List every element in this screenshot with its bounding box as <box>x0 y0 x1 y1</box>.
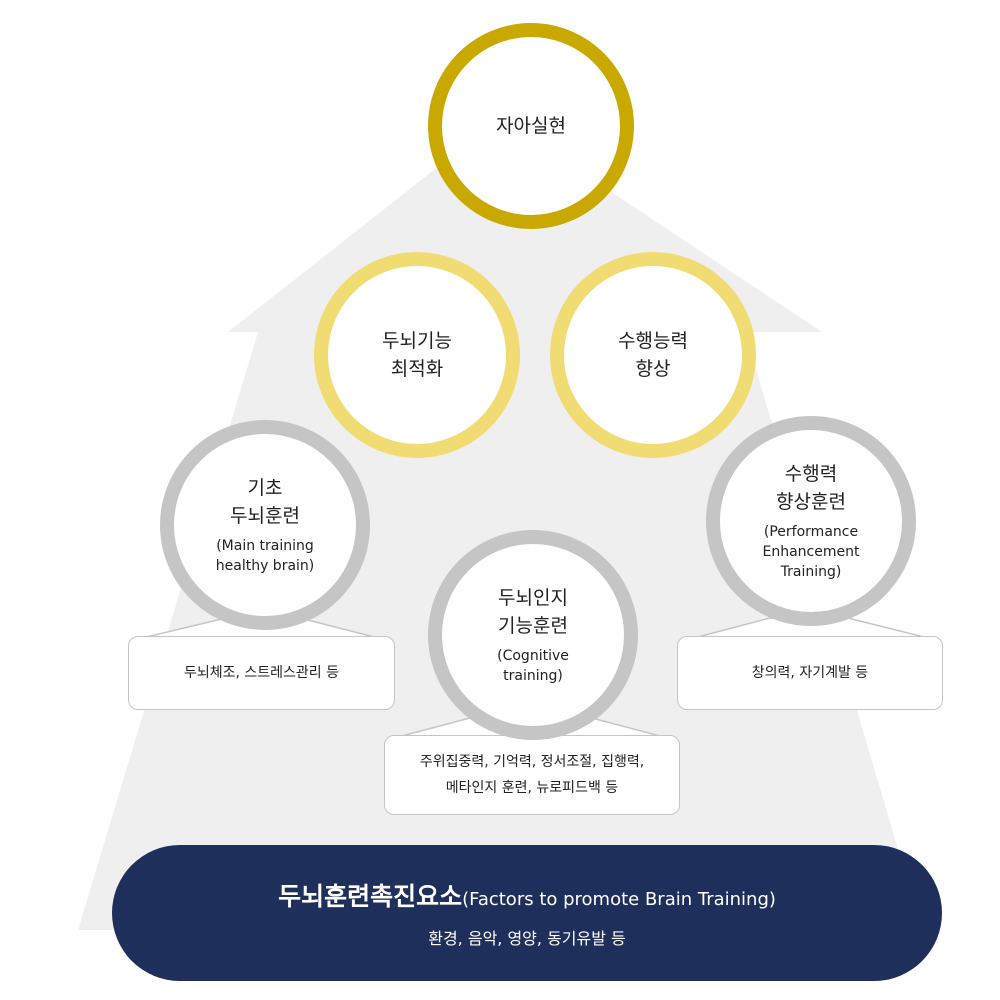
center-examples-line1: 주위집중력, 기억력, 정서조절, 집행력, <box>419 754 645 770</box>
cognitive-sub1: (Cognitive <box>497 648 569 664</box>
enhancement-sub1: (Performance <box>763 524 859 540</box>
brain-function-line2: 최적화 <box>390 358 444 380</box>
banner-title: 두뇌훈련촉진요소 (Factors to promote Brain Train… <box>278 877 776 913</box>
center-examples-box: 주위집중력, 기억력, 정서조절, 집행력, 메타인지 훈련, 뉴로피드백 등 <box>384 735 680 815</box>
cognitive-english: (Cognitive training) <box>497 646 569 686</box>
right-examples-text: 창의력, 자기계발 등 <box>751 665 869 681</box>
right-examples-box: 창의력, 자기계발 등 <box>677 636 943 710</box>
cognitive-training-circle: 두뇌인지 기능훈련 (Cognitive training) <box>428 530 638 740</box>
center-examples-line2: 메타인지 훈련, 뉴로피드백 등 <box>445 780 619 796</box>
enhancement-sub2: Enhancement <box>762 544 860 560</box>
cognitive-line2: 기능훈련 <box>498 615 568 637</box>
basic-training-sub2: healthy brain) <box>215 558 315 574</box>
enhancement-english: (Performance Enhancement Training) <box>763 522 860 582</box>
promotion-factors-banner: 두뇌훈련촉진요소 (Factors to promote Brain Train… <box>112 845 942 981</box>
basic-training-sub1: (Main training <box>216 538 314 554</box>
banner-title-english: (Factors to promote Brain Training) <box>462 889 776 910</box>
self-actualization-circle: 자아실현 <box>428 23 634 229</box>
cognitive-line1: 두뇌인지 <box>498 587 568 609</box>
performance-improvement-circle: 수행능력 향상 <box>550 252 756 458</box>
performance-line1: 수행능력 <box>618 330 688 352</box>
enhancement-line1: 수행력 <box>784 463 838 485</box>
performance-line2: 향상 <box>635 358 671 380</box>
basic-training-english: (Main training healthy brain) <box>216 536 315 576</box>
self-actualization-label: 자아실현 <box>496 115 566 137</box>
basic-training-line1: 기초 <box>247 477 283 499</box>
banner-subtitle: 환경, 음악, 영양, 동기유발 등 <box>428 929 626 948</box>
brain-function-optimization-circle: 두뇌기능 최적화 <box>314 252 520 458</box>
brain-function-line1: 두뇌기능 <box>382 330 452 352</box>
left-examples-text: 두뇌체조, 스트레스관리 등 <box>183 665 340 681</box>
basic-brain-training-circle: 기초 두뇌훈련 (Main training healthy brain) <box>160 420 370 630</box>
banner-title-korean: 두뇌훈련촉진요소 <box>278 882 463 911</box>
performance-enhancement-circle: 수행력 향상훈련 (Performance Enhancement Traini… <box>706 416 916 626</box>
cognitive-sub2: training) <box>503 668 563 684</box>
basic-training-line2: 두뇌훈련 <box>230 505 300 527</box>
left-examples-box: 두뇌체조, 스트레스관리 등 <box>128 636 395 710</box>
enhancement-sub3: Training) <box>780 564 842 580</box>
enhancement-line2: 향상훈련 <box>776 491 846 513</box>
